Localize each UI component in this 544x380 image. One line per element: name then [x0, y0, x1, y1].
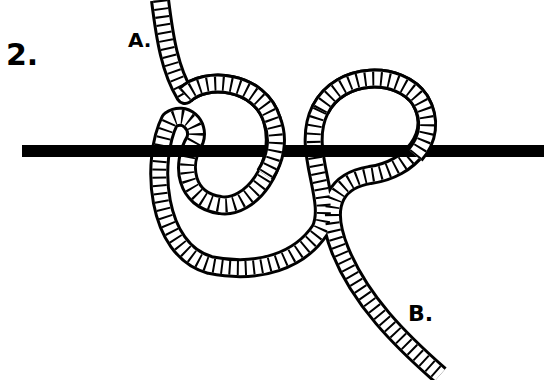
- rope-end-label: B.: [408, 303, 433, 325]
- rope-end-label: A.: [128, 30, 151, 50]
- rope: [159, 0, 440, 375]
- step-number: 2.: [6, 40, 38, 70]
- rope-front-crossing: [185, 79, 427, 175]
